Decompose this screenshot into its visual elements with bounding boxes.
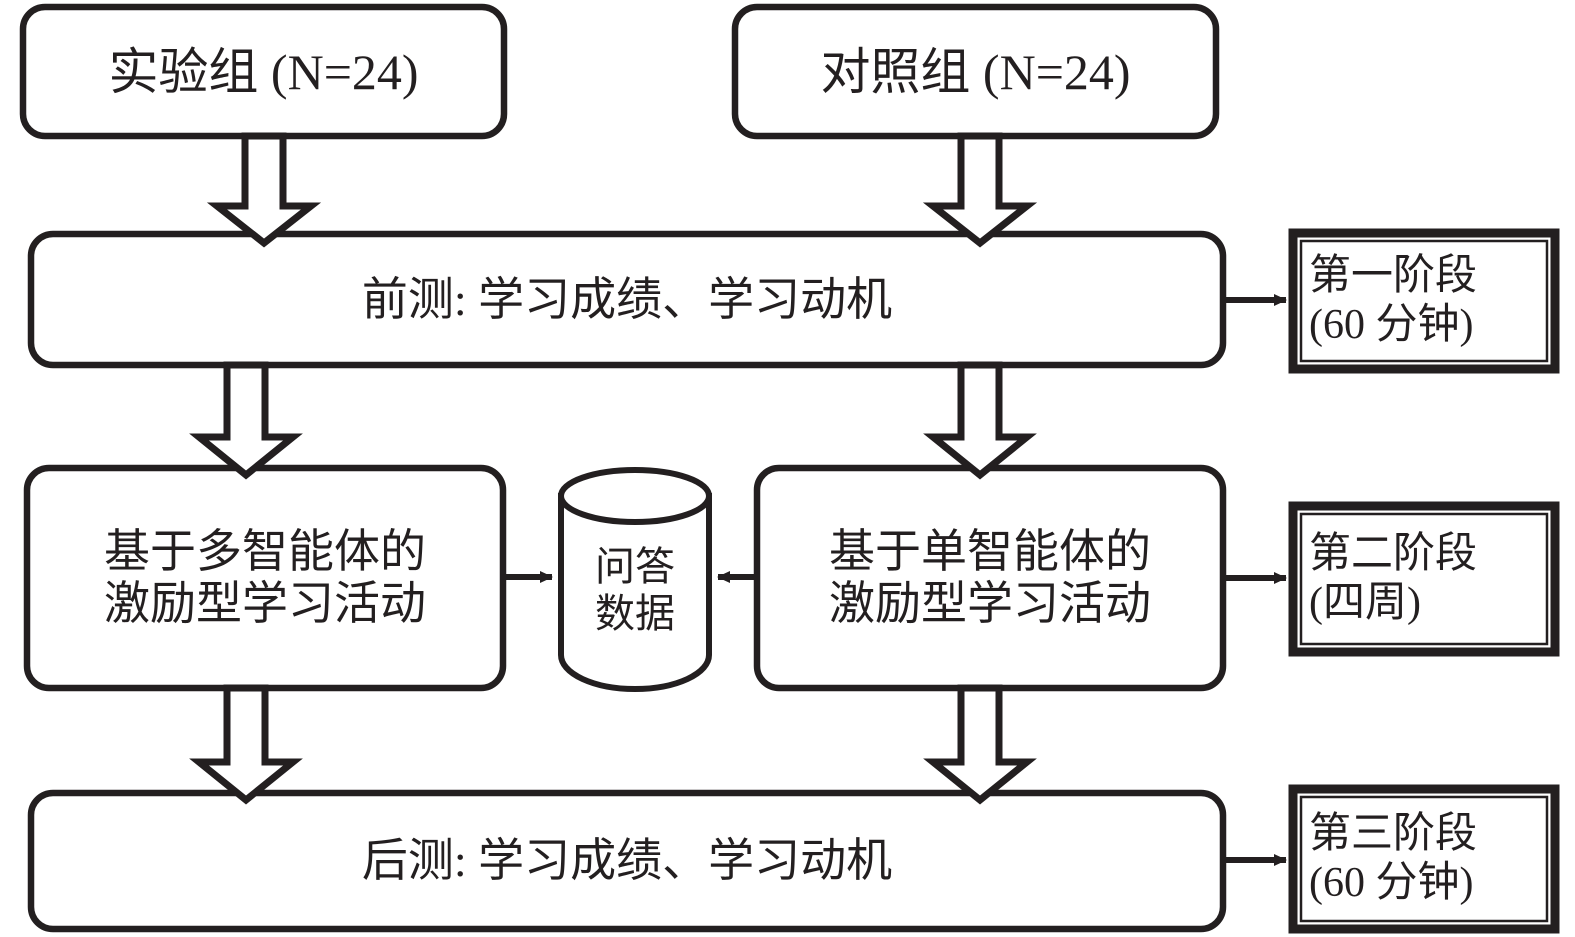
connector-pretest-to-single (923, 361, 1037, 480)
connector-multi-to-posttest (189, 684, 303, 805)
node-single-agent-activity[interactable] (757, 468, 1223, 688)
node-experimental-group[interactable] (23, 7, 504, 136)
stage-three[interactable] (1293, 789, 1555, 929)
stage-two[interactable] (1293, 506, 1555, 652)
node-control-group[interactable] (735, 7, 1216, 136)
stage-three-box (1288, 784, 1560, 934)
connector-ctrl-to-pretest (922, 132, 1038, 248)
node-qa-database-shape (558, 467, 712, 692)
stage-two-box (1288, 501, 1560, 657)
stage-one-box (1288, 228, 1560, 374)
node-multi-agent-activity[interactable] (27, 468, 503, 688)
stage-one[interactable] (1293, 233, 1555, 369)
connector-pretest-to-multi (189, 361, 303, 480)
connector-single-to-posttest (923, 684, 1037, 805)
connector-exp-to-pretest (206, 132, 322, 248)
node-pretest[interactable] (31, 234, 1223, 365)
node-posttest[interactable] (31, 793, 1223, 929)
node-qa-database[interactable] (561, 470, 709, 690)
